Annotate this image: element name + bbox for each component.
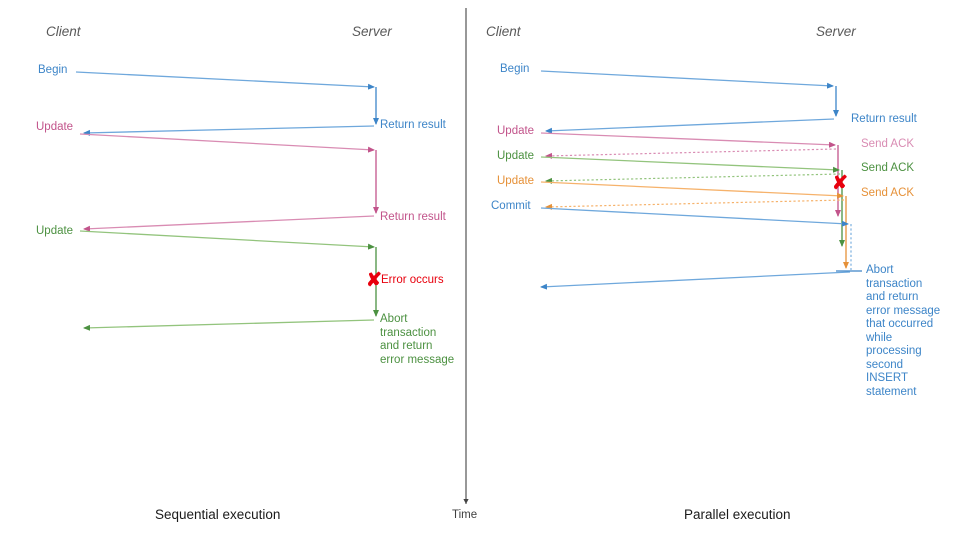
right-arrow-ack-2 bbox=[545, 173, 841, 184]
left-message-return-result-2: Return result bbox=[380, 211, 446, 223]
left-arrow-update-1 bbox=[79, 133, 375, 153]
left-panel-caption: Sequential execution bbox=[155, 507, 281, 522]
right-arrow-ack-3 bbox=[545, 199, 845, 210]
right-message-update-3: Update bbox=[497, 175, 535, 187]
right-message-send-ack-1: Send ACK bbox=[861, 138, 915, 150]
right-arrow-commit bbox=[540, 207, 849, 227]
right-message-abort: Abort transaction and return error messa… bbox=[866, 264, 941, 398]
right-message-commit: Commit bbox=[491, 200, 531, 212]
right-message-return-result: Return result bbox=[851, 113, 917, 125]
right-arrow-update-3 bbox=[540, 181, 844, 199]
right-message-send-ack-2: Send ACK bbox=[861, 162, 915, 174]
left-message-update-2: Update bbox=[36, 225, 74, 237]
right-arrow-return-result bbox=[545, 118, 835, 134]
right-panel-arrows bbox=[540, 70, 862, 290]
right-message-update-1: Update bbox=[497, 125, 535, 137]
right-arrow-begin bbox=[540, 70, 834, 89]
left-server-actor-label: Server bbox=[352, 24, 392, 39]
left-message-begin: Begin bbox=[38, 64, 68, 76]
left-arrow-begin bbox=[75, 71, 375, 90]
left-arrow-abort bbox=[83, 319, 375, 331]
right-panel-caption: Parallel execution bbox=[684, 507, 791, 522]
right-client-actor-label: Client bbox=[486, 24, 521, 39]
time-axis-label: Time bbox=[452, 509, 478, 521]
right-arrow-update-1 bbox=[540, 132, 836, 148]
right-arrow-update-2 bbox=[540, 156, 840, 173]
left-panel-arrows bbox=[75, 71, 379, 331]
left-message-return-result-1: Return result bbox=[380, 119, 446, 131]
right-message-begin: Begin bbox=[500, 63, 530, 75]
right-arrow-abort bbox=[540, 271, 851, 290]
left-message-error-occurs: Error occurs bbox=[381, 274, 444, 286]
left-arrow-return-1 bbox=[83, 125, 375, 136]
right-message-update-2: Update bbox=[497, 150, 535, 162]
right-error-x-icon: ✘ bbox=[832, 173, 848, 194]
right-server-actor-label: Server bbox=[816, 24, 856, 39]
left-arrow-return-2 bbox=[83, 215, 375, 232]
left-error-x-icon: ✘ bbox=[366, 270, 382, 291]
left-message-update-1: Update bbox=[36, 121, 74, 133]
right-message-send-ack-3: Send ACK bbox=[861, 187, 915, 199]
left-message-abort: Abort transaction and return error messa… bbox=[380, 313, 455, 366]
left-client-actor-label: Client bbox=[46, 24, 81, 39]
right-arrow-ack-1 bbox=[545, 148, 837, 159]
left-arrow-update-2 bbox=[79, 230, 375, 250]
